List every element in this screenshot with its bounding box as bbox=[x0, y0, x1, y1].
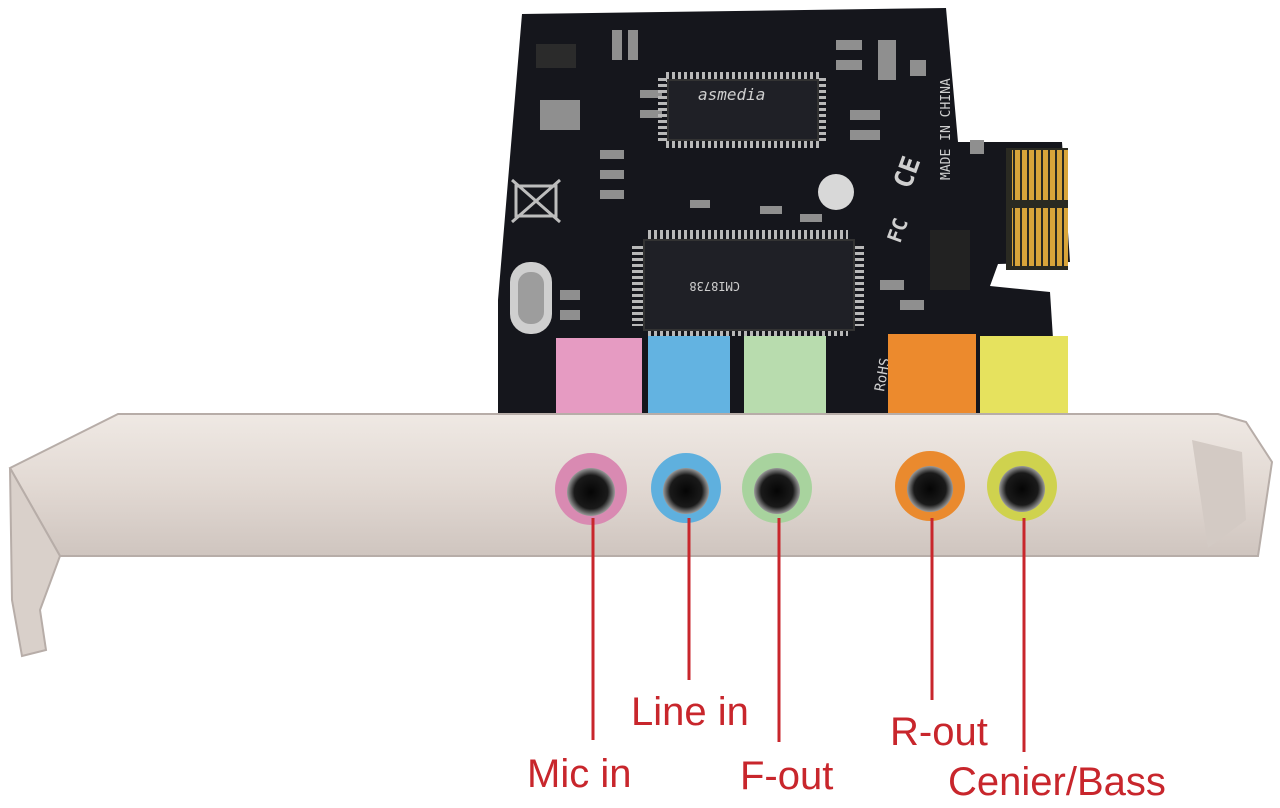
asmedia-chip: asmedia bbox=[658, 72, 826, 148]
cmi8738-chip: CMI8738 bbox=[632, 230, 864, 336]
weee-bin-icon bbox=[511, 178, 561, 224]
pcb-board: asmedia CMI8738 FC CE MADE IN CHINA RoHS bbox=[498, 8, 1070, 416]
cmi-chip-text: CMI8738 bbox=[689, 279, 740, 293]
label-mic-in: Mic in bbox=[527, 752, 632, 796]
smd-components bbox=[536, 30, 984, 320]
made-in-marking: MADE IN CHINA bbox=[939, 78, 954, 180]
qc-pass-sticker bbox=[818, 174, 854, 210]
label-r-out: R-out bbox=[890, 710, 988, 754]
label-center-bass: Cenier/Bass bbox=[948, 760, 1166, 804]
audio-jack-bodies bbox=[556, 334, 1068, 414]
label-line-in: Line in bbox=[631, 690, 749, 734]
metal-bracket bbox=[8, 413, 1274, 658]
asmedia-brand-text: asmedia bbox=[698, 85, 765, 104]
callout-lines bbox=[591, 518, 1026, 752]
label-f-out: F-out bbox=[740, 754, 834, 798]
port-line-in bbox=[651, 453, 721, 523]
port-center-bass bbox=[987, 451, 1057, 521]
pcie-edge-connector bbox=[1006, 148, 1068, 270]
port-r-out bbox=[895, 451, 965, 521]
port-f-out bbox=[742, 453, 812, 523]
port-rings bbox=[555, 451, 1057, 525]
port-mic-in bbox=[555, 453, 627, 525]
